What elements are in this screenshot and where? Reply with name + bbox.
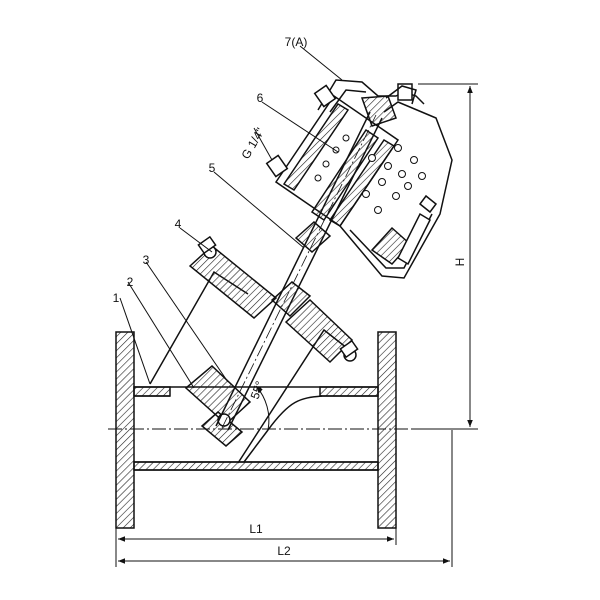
angle-arc <box>255 385 270 431</box>
callout-2: 2 <box>127 275 134 289</box>
dim-l1-label: L1 <box>249 522 263 536</box>
leader-lines <box>119 45 343 389</box>
piston <box>310 128 380 222</box>
bonnet-assembly <box>149 79 453 464</box>
valve-disc <box>184 364 252 426</box>
dimension-lines <box>115 83 478 567</box>
angle-label: 55° <box>248 379 267 401</box>
pipe-body <box>115 331 397 529</box>
dim-h-label: H <box>453 258 467 267</box>
left-flange <box>115 331 135 529</box>
callout-7a: 7(A) <box>285 35 308 49</box>
right-flange <box>377 331 397 529</box>
upper-flange-block <box>188 245 278 319</box>
dim-l2-label: L2 <box>277 544 291 558</box>
callout-4: 4 <box>175 217 182 231</box>
callout-6: 6 <box>257 91 264 105</box>
callout-1: 1 <box>113 291 120 305</box>
callout-5: 5 <box>209 161 216 175</box>
callout-3: 3 <box>143 253 150 267</box>
